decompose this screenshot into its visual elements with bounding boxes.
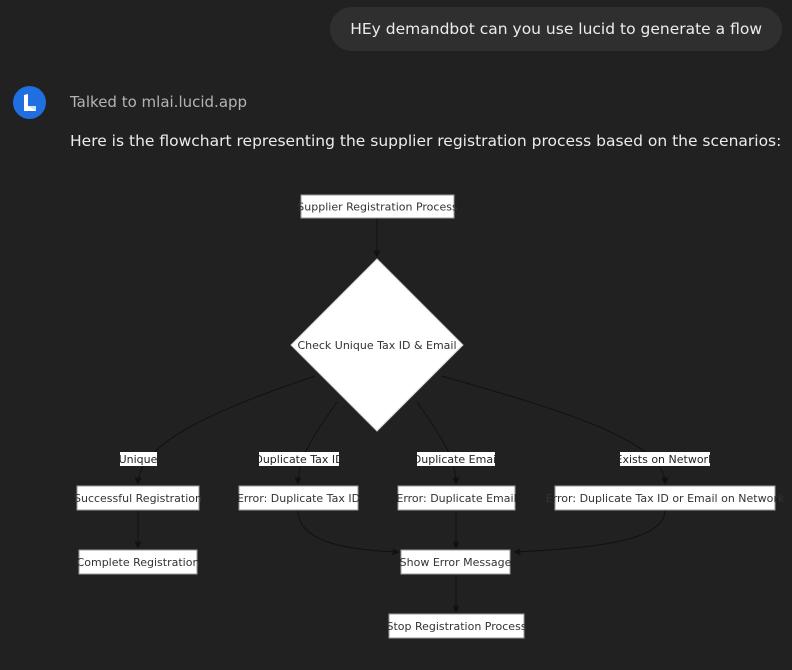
user-message-bubble: HEy demandbot can you use lucid to gener… — [330, 7, 782, 51]
node-stop-registration-process-text: Stop Registration Process — [386, 620, 526, 633]
edge-check-to-err-email — [416, 401, 460, 485]
node-error-duplicate-network: Error: Duplicate Tax ID or Email on Netw… — [546, 485, 785, 511]
node-error-duplicate-network-text: Error: Duplicate Tax ID or Email on Netw… — [546, 492, 785, 505]
node-error-duplicate-email: Error: Duplicate Email — [396, 485, 517, 511]
node-error-duplicate-tax-id: Error: Duplicate Tax ID — [237, 485, 360, 511]
edge-label-duplicate-email-text: Duplicate Email — [413, 453, 499, 466]
node-check-unique-text: Check Unique Tax ID & Email — [297, 339, 456, 352]
edge-check-to-err-tax — [294, 401, 338, 485]
user-message-text: HEy demandbot can you use lucid to gener… — [350, 20, 762, 38]
edge-label-duplicate-tax-id: Duplicate Tax ID — [254, 452, 344, 466]
node-stop-registration-process: Stop Registration Process — [386, 613, 527, 639]
edge-label-unique: Unique — [119, 452, 158, 466]
node-successful-registration-text: Successful Registration — [74, 492, 202, 505]
node-show-error-message: Show Error Message — [400, 549, 512, 575]
flowchart-edges — [134, 218, 669, 613]
lucid-logo-icon — [13, 86, 46, 119]
node-error-duplicate-tax-id-text: Error: Duplicate Tax ID — [237, 492, 360, 505]
node-successful-registration: Successful Registration — [74, 485, 202, 511]
node-supplier-registration-process-text: Supplier Registration Process — [297, 201, 458, 214]
edge-err-tax-to-show-error — [297, 509, 400, 556]
edge-err-network-to-show-error — [513, 509, 666, 556]
tool-call-status[interactable]: Talked to mlai.lucid.app — [70, 93, 247, 111]
edge-check-to-err-network — [441, 375, 669, 485]
node-complete-registration: Complete Registration — [77, 549, 200, 575]
edge-label-duplicate-tax-id-text: Duplicate Tax ID — [254, 453, 343, 466]
edge-label-exists-on-network: Exists on Network — [616, 452, 716, 466]
tool-call-status-text: Talked to mlai.lucid.app — [70, 93, 248, 111]
assistant-response-text: Here is the flowchart representing the s… — [70, 132, 782, 150]
node-error-duplicate-email-text: Error: Duplicate Email — [396, 492, 516, 505]
node-show-error-message-text: Show Error Message — [400, 556, 512, 569]
node-supplier-registration-process: Supplier Registration Process — [297, 194, 458, 219]
node-check-unique: Check Unique Tax ID & Email — [290, 258, 464, 432]
edge-check-to-success — [134, 375, 316, 485]
edge-label-duplicate-email: Duplicate Email — [413, 452, 499, 466]
node-complete-registration-text: Complete Registration — [77, 556, 200, 569]
edge-label-unique-text: Unique — [119, 453, 158, 466]
edge-label-exists-on-network-text: Exists on Network — [616, 453, 716, 466]
